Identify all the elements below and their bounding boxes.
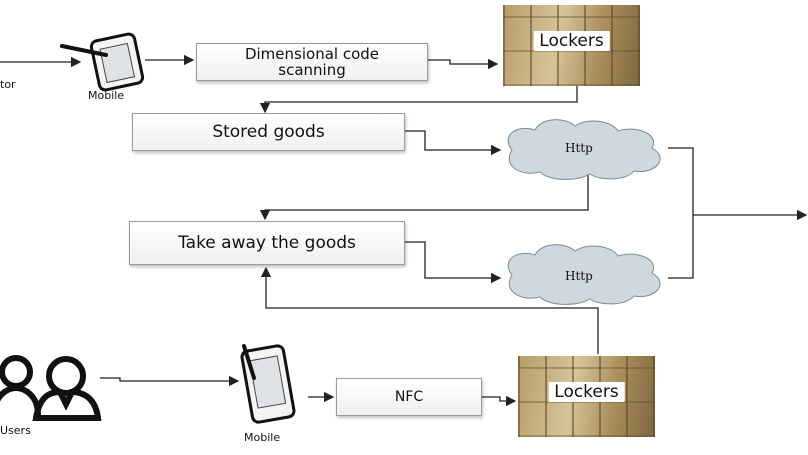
locker-photo-bottom: Lockers [518, 356, 655, 437]
users-icon [0, 355, 102, 421]
mobile-phone-icon [60, 32, 145, 92]
arrow-takeaway-to-http [405, 241, 502, 284]
operator-label: tor [0, 78, 16, 91]
arrow-http-to-takeaway [259, 170, 589, 221]
http-bottom-label: Http [565, 269, 593, 283]
mobile-top-label: Mobile [88, 89, 125, 102]
scan-box: Dimensional code scanning [196, 43, 428, 81]
http-top-label: Http [565, 141, 593, 155]
cloud-icon [507, 119, 661, 180]
lockers-bottom-label: Lockers [548, 382, 625, 402]
mobile-phone-icon [240, 344, 296, 424]
connectors [0, 54, 808, 407]
arrow-nfc-to-lockers [482, 395, 517, 407]
locker-photo-top: Lockers [503, 5, 640, 86]
users-label: Users [0, 424, 31, 437]
arrow-lockers-to-takeaway [260, 266, 599, 354]
arrow-stored-to-http [405, 130, 502, 156]
line-http-top-out [668, 147, 694, 279]
cloud-icon [507, 244, 661, 305]
nfc-box: NFC [336, 378, 482, 416]
mobile-bottom-label: Mobile [244, 431, 281, 444]
arrow-scan-to-lockers [428, 58, 499, 70]
arrow-users-to-mobile [100, 375, 240, 387]
take-away-box: Take away the goods [129, 221, 405, 265]
lockers-top-label: Lockers [533, 31, 610, 51]
arrow-lockers-to-stored [259, 86, 578, 114]
stored-goods-box: Stored goods [132, 113, 405, 151]
